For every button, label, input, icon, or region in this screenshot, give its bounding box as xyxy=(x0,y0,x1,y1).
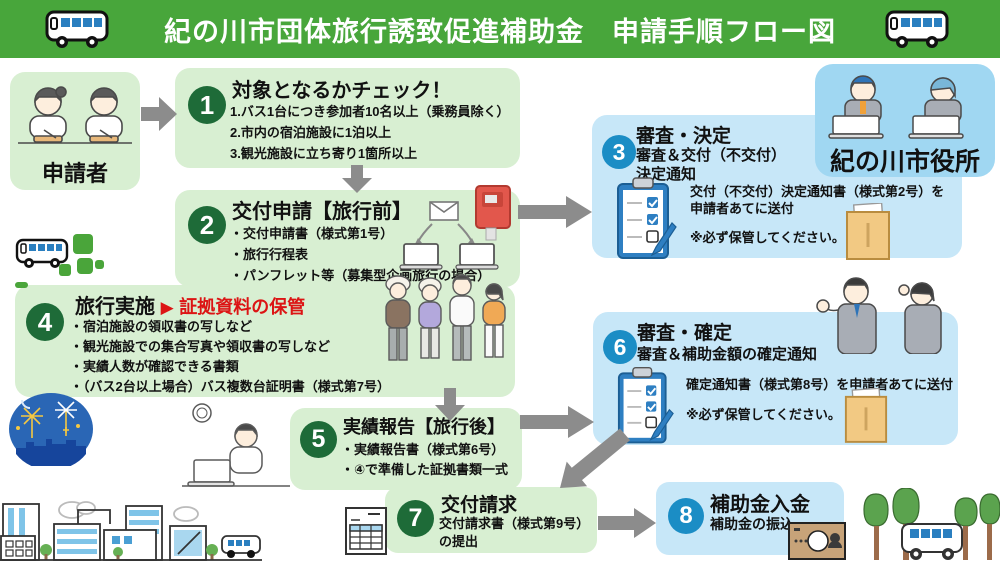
step-6-note: 確定通知書（様式第8号）を申請者あてに送付 xyxy=(686,377,953,392)
step-5-box: 5 実績報告【旅行後】 ・実績報告書（様式第6号） ・④で準備した証拠書類一式 xyxy=(290,408,522,490)
step-4-item: ・観光施設での集合写真や領収書の写しなど xyxy=(70,339,331,354)
step-4-item: ・宿泊施設の領収書の写しなど xyxy=(70,319,253,334)
person-laptop-illustration xyxy=(182,403,290,487)
applicant-box: 申請者 xyxy=(10,72,140,190)
report-document-icon xyxy=(345,507,387,555)
header-bar: 紀の川市団体旅行誘致促進補助金 申請手順フロー図 xyxy=(0,0,1000,58)
step-1-item: 3.観光施設に立ち寄り1箇所以上 xyxy=(230,146,418,161)
arrow-6-to-7 xyxy=(560,428,631,488)
step-1-badge: 1 xyxy=(188,86,226,124)
step-7-title: 交付請求 xyxy=(441,495,518,516)
step-4-badge: 4 xyxy=(26,303,64,341)
step-6-title: 審査・確定 xyxy=(637,323,733,344)
business-people-illustration xyxy=(816,277,942,354)
step-7-badge: 7 xyxy=(397,500,434,537)
step-3-title: 審査・決定 xyxy=(636,126,732,147)
step-1-title: 対象となるかチェック！ xyxy=(232,80,452,102)
bus-icon xyxy=(15,238,69,268)
step-7-box: 7 交付請求 交付請求書（様式第9号） の提出 xyxy=(385,487,597,553)
step-6-badge: 6 xyxy=(603,330,637,364)
fireworks-illustration xyxy=(9,393,93,466)
arrow-7-to-8 xyxy=(598,508,656,538)
step-2-box: 2 交付申請【旅行前】 ・交付申請書（様式第1号） ・旅行行程表 ・パンフレット… xyxy=(175,190,520,287)
arrow-2-to-3 xyxy=(518,196,592,228)
step-8-title: 補助金入金 xyxy=(710,494,810,516)
step-4-item: ・実績人数が確認できる書類 xyxy=(70,359,239,374)
step-5-item: ・④で準備した証拠書類一式 xyxy=(341,462,509,477)
step-5-badge: 5 xyxy=(300,421,337,458)
city-hall-box: 紀の川市役所 xyxy=(815,64,995,177)
step-4-marker: ▶ xyxy=(160,298,174,317)
step-7-item: の提出 xyxy=(439,534,479,549)
step-6-item: 審査＆補助金額の確定通知 xyxy=(637,346,818,363)
step-6-warning: ※必ず保管してください。 xyxy=(686,407,841,422)
arrow-applicant-to-1 xyxy=(141,97,177,131)
arrow-5-to-6 xyxy=(520,406,594,438)
arrow-4-to-5 xyxy=(435,388,465,421)
bus-icon xyxy=(221,535,261,558)
document-envelope-icon xyxy=(846,203,890,260)
step-6-box: 6 審査・確定 審査＆補助金額の確定通知 確定通知書（様式第8号）を申請者あてに… xyxy=(593,312,958,445)
page-title: 紀の川市団体旅行誘致促進補助金 申請手順フロー図 xyxy=(164,16,836,47)
step-4-title-red: 証拠資料の保管 xyxy=(179,297,306,317)
bus-icon xyxy=(885,10,949,48)
applicants-writing-illustration xyxy=(18,86,132,144)
step-3-note: 交付（不交付）決定通知書（様式第2号）を xyxy=(690,184,945,199)
step-4-title: 旅行実施 xyxy=(75,296,155,318)
step-7-item: 交付請求書（様式第9号） xyxy=(439,516,590,531)
clipboard-checklist-icon xyxy=(617,177,677,259)
applicant-label: 申請者 xyxy=(41,161,108,186)
step-8-item: 補助金の振込 xyxy=(710,516,794,532)
mail-envelope-icon xyxy=(429,201,459,221)
step-3-note: 申請者あてに送付 xyxy=(690,201,794,216)
city-hall-label: 紀の川市役所 xyxy=(829,148,980,176)
step-2-item: ・旅行行程表 xyxy=(230,247,309,262)
step-2-item: ・交付申請書（様式第1号） xyxy=(230,226,394,241)
mailbox-icon xyxy=(475,185,511,241)
step-2-badge: 2 xyxy=(188,206,226,244)
clipboard-checklist-icon xyxy=(617,366,674,444)
step-5-item: ・実績報告書（様式第6号） xyxy=(341,442,505,457)
trees-bus-illustration xyxy=(863,488,1000,560)
document-envelope-icon xyxy=(844,388,888,443)
step-4-item: ・（バス2台以上場合）バス複数台証明書（様式第7号） xyxy=(70,379,390,394)
bus-decoration-illustration xyxy=(15,234,104,288)
laptop-icon xyxy=(455,243,499,270)
step-3-badge: 3 xyxy=(602,135,636,169)
send-documents-illustration xyxy=(399,185,511,270)
step-3-warning: ※必ず保管してください。 xyxy=(690,230,845,245)
step-2-title: 交付申請【旅行前】 xyxy=(232,201,412,223)
travelers-illustration xyxy=(385,274,506,361)
bus-icon xyxy=(45,10,109,48)
banknote-icon xyxy=(788,522,846,560)
step-1-item: 2.市内の宿泊施設に1泊以上 xyxy=(230,125,392,140)
step-5-title: 実績報告【旅行後】 xyxy=(343,417,505,437)
step-8-badge: 8 xyxy=(668,498,704,534)
laptop-icon xyxy=(399,243,443,270)
step-1-box: 1 対象となるかチェック！ 1.バス1台につき参加者10名以上（乗務員除く） 2… xyxy=(175,68,520,168)
city-buildings-illustration xyxy=(0,501,262,561)
step-3-item: 審査＆交付（不交付） xyxy=(636,147,787,164)
step-1-item: 1.バス1台につき参加者10名以上（乗務員除く） xyxy=(230,104,510,119)
bus-icon xyxy=(901,523,963,560)
office-workers-illustration xyxy=(828,75,964,139)
arrow-1-to-2 xyxy=(342,165,372,193)
